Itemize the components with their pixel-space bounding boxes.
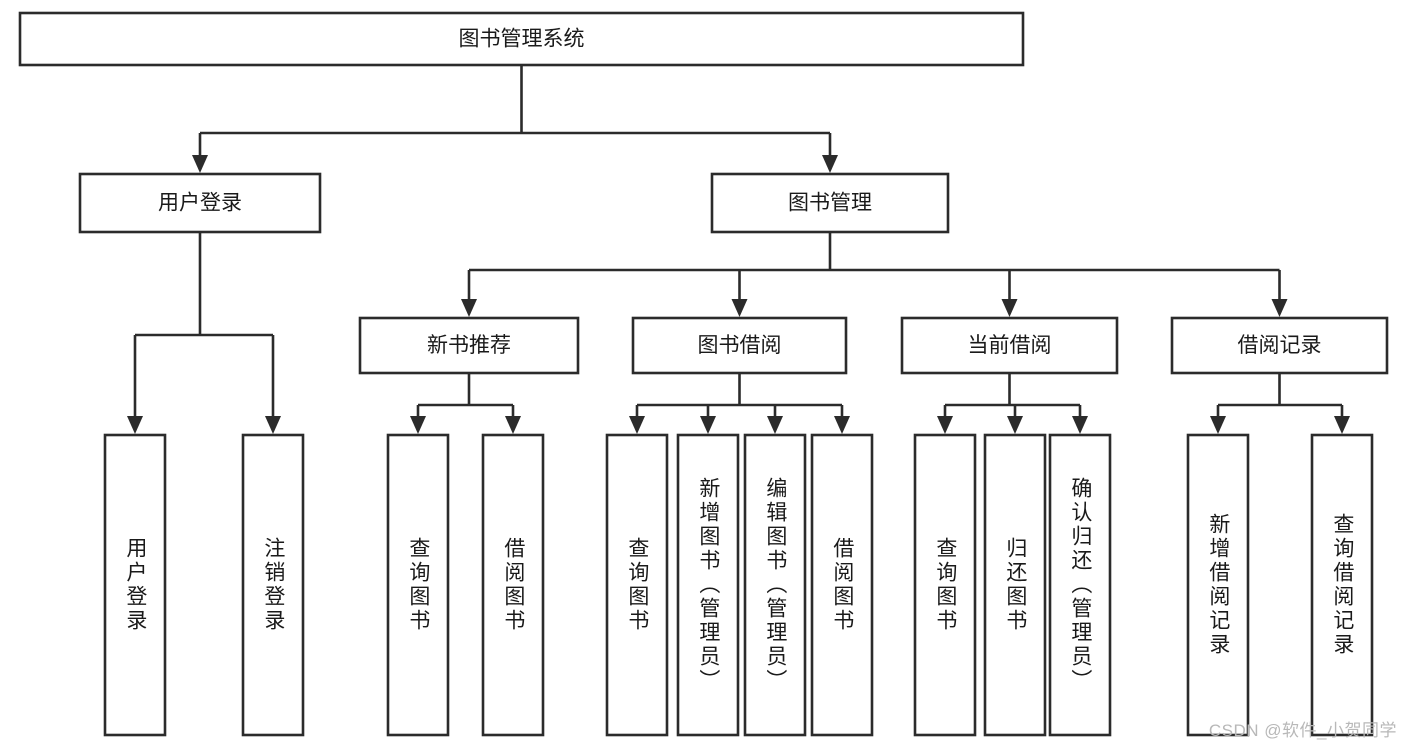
- node-root-label: 图书管理系统: [459, 28, 585, 51]
- arrow-head-icon: [822, 155, 838, 173]
- node-new-book-recommend[interactable]: [358, 316, 580, 375]
- arrow-head-icon: [192, 155, 208, 173]
- arrow-head-icon: [505, 416, 521, 434]
- boxes-layer: [18, 11, 1389, 737]
- node-leaf-logout[interactable]: [241, 433, 305, 737]
- node-leaf-confirm-return-admin[interactable]: [1048, 433, 1112, 737]
- watermark-text: CSDN @软件_小贺同学: [1208, 721, 1397, 740]
- arrow-head-icon: [127, 416, 143, 434]
- arrow-head-icon: [1007, 416, 1023, 434]
- node-leaf-return-book[interactable]: [983, 433, 1047, 737]
- node-user-login[interactable]: [78, 172, 322, 234]
- node-leaf-borrow-book[interactable]: [810, 433, 874, 737]
- node-current-borrow[interactable]: [900, 316, 1119, 375]
- node-book-borrow[interactable]: [631, 316, 848, 375]
- node-borrow-records-label: 借阅记录: [1238, 334, 1322, 357]
- arrow-head-icon: [1334, 416, 1350, 434]
- node-user-login-label: 用户登录: [158, 192, 242, 215]
- arrow-head-icon: [767, 416, 783, 434]
- arrow-head-icon: [700, 416, 716, 434]
- node-leaf-query-book-borrow[interactable]: [605, 433, 669, 737]
- arrow-head-icon: [461, 299, 477, 317]
- node-book-borrow-label: 图书借阅: [698, 334, 782, 357]
- node-leaf-edit-book-admin[interactable]: [743, 433, 807, 737]
- arrow-head-icon: [834, 416, 850, 434]
- node-leaf-query-book-current[interactable]: [913, 433, 977, 737]
- node-leaf-query-borrow-record[interactable]: [1310, 433, 1374, 737]
- arrow-head-icon: [629, 416, 645, 434]
- node-new-book-recommend-label: 新书推荐: [427, 334, 511, 357]
- node-book-manage[interactable]: [710, 172, 950, 234]
- node-leaf-user-login[interactable]: [103, 433, 167, 737]
- arrow-head-icon: [265, 416, 281, 434]
- arrow-head-icon: [731, 299, 748, 317]
- node-root[interactable]: [18, 11, 1025, 67]
- node-leaf-add-book-admin[interactable]: [676, 433, 740, 737]
- node-leaf-add-borrow-record[interactable]: [1186, 433, 1250, 737]
- node-leaf-borrow-book-recommend[interactable]: [481, 433, 545, 737]
- connectors-layer: [127, 65, 1350, 434]
- node-current-borrow-label: 当前借阅: [968, 334, 1052, 357]
- node-book-manage-label: 图书管理: [788, 192, 872, 215]
- arrow-head-icon: [1072, 416, 1088, 434]
- arrow-head-icon: [937, 416, 953, 434]
- arrow-head-icon: [1210, 416, 1226, 434]
- node-leaf-query-book-recommend[interactable]: [386, 433, 450, 737]
- arrow-head-icon: [1271, 299, 1288, 317]
- node-borrow-records[interactable]: [1170, 316, 1389, 375]
- arrow-head-icon: [410, 416, 426, 434]
- arrow-head-icon: [1001, 299, 1018, 317]
